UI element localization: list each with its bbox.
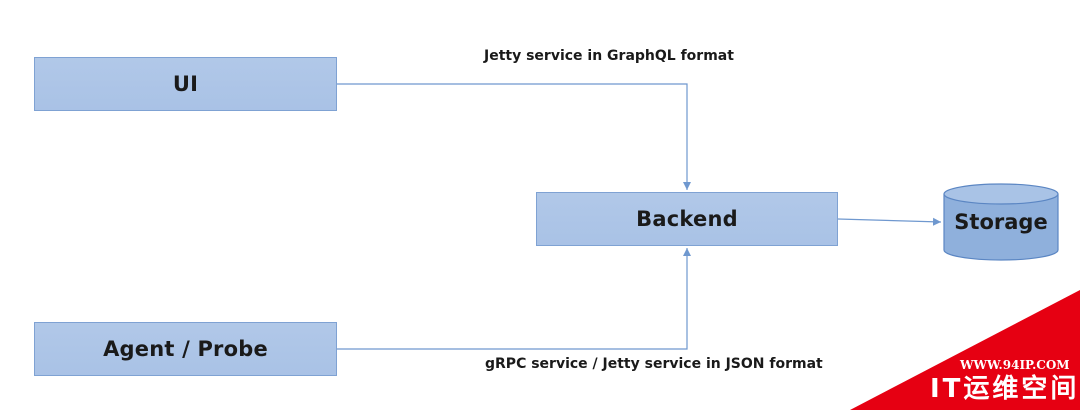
- agent-probe-node-label: Agent / Probe: [103, 337, 268, 361]
- storage-cylinder-icon: [943, 183, 1059, 261]
- ui-node-label: UI: [172, 72, 199, 96]
- storage-node-label: Storage: [954, 210, 1048, 234]
- edge-label-graphql: Jetty service in GraphQL format: [484, 48, 734, 64]
- connector-ui-to-backend: [337, 83, 691, 190]
- connector-agent-to-backend: [337, 248, 691, 350]
- watermark-banner-icon: [850, 290, 1080, 410]
- agent-probe-node: Agent / Probe: [34, 322, 337, 376]
- watermark-url: WWW.94IP.COM: [960, 358, 1070, 372]
- edge-label-grpc: gRPC service / Jetty service in JSON for…: [485, 356, 823, 372]
- backend-node: Backend: [536, 192, 838, 246]
- watermark-brand: IT运维空间: [930, 374, 1080, 404]
- backend-node-label: Backend: [636, 207, 738, 231]
- ui-node: UI: [34, 57, 337, 111]
- connector-backend-to-storage: [837, 217, 942, 226]
